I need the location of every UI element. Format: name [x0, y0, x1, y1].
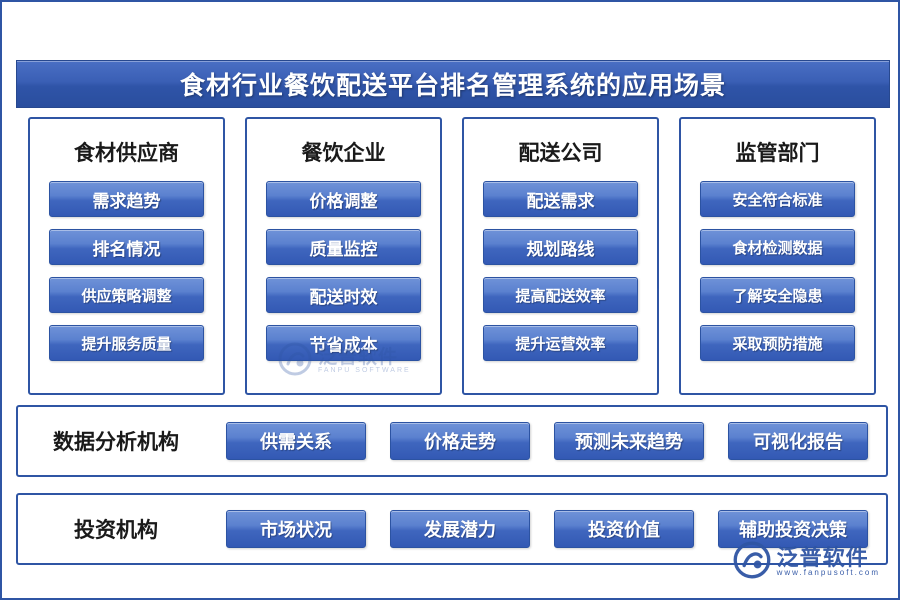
row-item[interactable]: 辅助投资决策	[718, 510, 868, 548]
column-item[interactable]: 提高配送效率	[483, 277, 638, 313]
row-items: 供需关系 价格走势 预测未来趋势 可视化报告	[214, 422, 886, 460]
column-item[interactable]: 提升运营效率	[483, 325, 638, 361]
column-card-restaurant: 餐饮企业 价格调整 质量监控 配送时效 节省成本	[245, 117, 442, 395]
column-item[interactable]: 提升服务质量	[49, 325, 204, 361]
page-title: 食材行业餐饮配送平台排名管理系统的应用场景	[179, 72, 726, 100]
row-label: 数据分析机构	[53, 431, 179, 454]
column-item[interactable]: 配送时效	[266, 277, 421, 313]
row-label: 投资机构	[74, 519, 158, 542]
row-item[interactable]: 市场状况	[226, 510, 366, 548]
column-item[interactable]: 规划路线	[483, 229, 638, 265]
column-item[interactable]: 需求趋势	[49, 181, 204, 217]
column-title: 配送公司	[518, 142, 603, 165]
row-item[interactable]: 投资价值	[554, 510, 694, 548]
column-item[interactable]: 食材检测数据	[700, 229, 855, 265]
column-title: 食材供应商	[74, 142, 179, 165]
column-title: 餐饮企业	[301, 142, 386, 165]
row-band-investment: 投资机构 市场状况 发展潜力 投资价值 辅助投资决策	[16, 493, 888, 565]
row-item[interactable]: 可视化报告	[728, 422, 868, 460]
row-items: 市场状况 发展潜力 投资价值 辅助投资决策	[214, 510, 886, 548]
column-title: 监管部门	[735, 142, 820, 165]
column-item[interactable]: 了解安全隐患	[700, 277, 855, 313]
column-item[interactable]: 价格调整	[266, 181, 421, 217]
column-item[interactable]: 质量监控	[266, 229, 421, 265]
row-item[interactable]: 预测未来趋势	[554, 422, 704, 460]
column-item[interactable]: 排名情况	[49, 229, 204, 265]
row-item[interactable]: 发展潜力	[390, 510, 530, 548]
column-group: 食材供应商 需求趋势 排名情况 供应策略调整 提升服务质量 餐饮企业 价格调整 …	[28, 117, 876, 395]
column-item[interactable]: 配送需求	[483, 181, 638, 217]
row-item[interactable]: 价格走势	[390, 422, 530, 460]
column-item[interactable]: 供应策略调整	[49, 277, 204, 313]
column-item[interactable]: 节省成本	[266, 325, 421, 361]
column-card-delivery: 配送公司 配送需求 规划路线 提高配送效率 提升运营效率	[462, 117, 659, 395]
row-band-data-analysis: 数据分析机构 供需关系 价格走势 预测未来趋势 可视化报告	[16, 405, 888, 477]
column-item[interactable]: 安全符合标准	[700, 181, 855, 217]
column-item[interactable]: 采取预防措施	[700, 325, 855, 361]
column-card-supplier: 食材供应商 需求趋势 排名情况 供应策略调整 提升服务质量	[28, 117, 225, 395]
row-item[interactable]: 供需关系	[226, 422, 366, 460]
title-banner: 食材行业餐饮配送平台排名管理系统的应用场景	[16, 60, 890, 108]
watermark-url: www.fanpusoft.com	[776, 568, 880, 578]
column-card-regulator: 监管部门 安全符合标准 食材检测数据 了解安全隐患 采取预防措施	[679, 117, 876, 395]
